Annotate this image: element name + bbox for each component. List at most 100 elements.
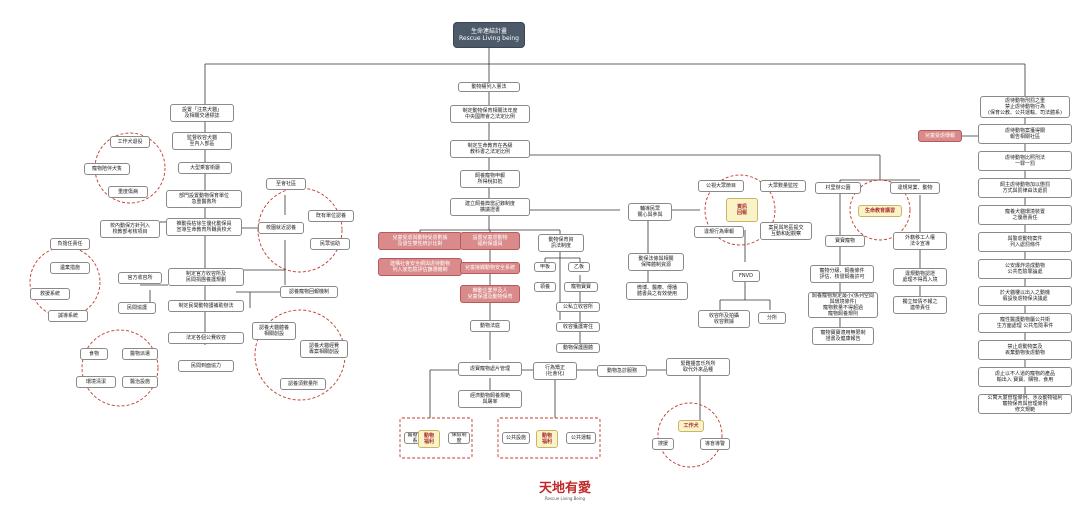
node-center-s3: 乙板 bbox=[568, 262, 590, 272]
node-left-l21: 救援系統 bbox=[30, 288, 70, 300]
node-left-l24: 認養犬貓經費 專案相關創設 bbox=[300, 340, 348, 358]
node-left-l4: 部門設置動物保育單位 急重醫救所 bbox=[166, 190, 242, 208]
node-left-l12: 既有單位認養 bbox=[308, 210, 354, 222]
node-left-l7: 工作犬退役 bbox=[110, 136, 150, 148]
node-left-l8: 寵物陪伴犬隻 bbox=[84, 163, 130, 175]
node-left-l25: 認養須數量所 bbox=[280, 378, 326, 390]
node-right-pink: 兒童受虐傳報 bbox=[918, 130, 962, 142]
node-root-title: 生命連結計畫 Rescue Living being bbox=[453, 22, 525, 48]
node-center-s7: 收容獲護寄住 bbox=[556, 322, 600, 332]
node-left-l3: 大型乘客衛廳 bbox=[178, 162, 232, 174]
node-left-l15: 制定官方收容所及 民間捐團養護規劃 bbox=[168, 268, 244, 286]
node-center-p3: 設置兒童虐動物 福利保護員 bbox=[460, 232, 520, 250]
node-center-p4: 兒童接觸動物安全系統 bbox=[460, 262, 520, 274]
node-left-l27: 民間到面協力 bbox=[178, 360, 234, 372]
node-left-l1: 設置「注意犬貓」 及相關交通標誌 bbox=[170, 104, 234, 122]
node-center-s1: 動物保育資 訊法制度 bbox=[538, 234, 584, 252]
node-left-l23: 認養犬貓體養 相關創設 bbox=[252, 322, 296, 340]
node-left-l30: 環境清潔 bbox=[76, 376, 116, 388]
node-left-l29: 醫物派遣 bbox=[122, 348, 158, 360]
node-center-s5: 寵物寶寶 bbox=[564, 282, 598, 292]
node-left-l6: 校內動保方針列入 校教部考核項目 bbox=[100, 220, 160, 238]
node-mid-m4: 資訊 回報 bbox=[726, 198, 758, 222]
node-center-n2: 制定動物保育相關法年度 中央國際會之法定比例 bbox=[450, 105, 530, 123]
right-list-item: 飼主虐待動物加以懲罰 方式與罰律由法處罰 bbox=[978, 178, 1072, 198]
node-left-l14: 認養寵物回報機制 bbox=[280, 286, 338, 298]
node-left-l9: 重度傷病 bbox=[108, 186, 148, 198]
node-right-top: 虐待動物刑罰之重 禁止虐待動物行為 (保育公教、公共運輸、司法體系) bbox=[980, 96, 1070, 118]
node-rightmid-r10: 寵物寶寶適用無限制 證書及健康報告 bbox=[812, 327, 874, 345]
node-mid-m11: 分所 bbox=[758, 312, 786, 324]
node-left-l26: 法定各個公費收容 bbox=[168, 332, 244, 344]
node-rightmid-r5: 外籍移工人權 法令宣導 bbox=[893, 232, 947, 250]
node-mid-m1: 輔導民眾 關心與參與 bbox=[628, 203, 672, 221]
node-center-n3: 制定生命教育在各級 教科書之法定比例 bbox=[450, 140, 530, 158]
node-center-n1: 動物權列入憲法 bbox=[458, 82, 520, 92]
node-center-t3: 行為矯正 (社會化) bbox=[533, 362, 577, 380]
node-mid-m7: 動保法條與相關 保障體制資源 bbox=[628, 253, 684, 271]
node-left-l10: 至會社區 bbox=[266, 178, 306, 190]
node-mid-m6: 案民與地區提交 互動和起觀察 bbox=[760, 222, 812, 240]
node-mid-m8: 微博、醫療、傳播 體書員之有效使用 bbox=[626, 282, 688, 300]
node-left-l20: 遺棄措施 bbox=[50, 262, 90, 274]
node-center-p5: 推動企業界及人 兒童保護及動物保育 bbox=[460, 285, 520, 303]
node-mid-m9: FNVD bbox=[732, 270, 760, 282]
node-center-p1: 兒童受虐與動物受虐數據 及發生雙性統計比對 bbox=[378, 232, 462, 250]
node-center-t5: 緊難擾害乐所所 取代外來品種 bbox=[666, 358, 730, 376]
node-left-l18: 民間協護 bbox=[118, 302, 156, 314]
node-center-w3: 導盲導警 bbox=[700, 438, 730, 450]
node-left-l2: 監督收容犬貓 至內入部區 bbox=[172, 132, 232, 150]
node-rightmid-r7: 違規動物認證 處理不得再入境 bbox=[893, 268, 947, 286]
node-center-b2: 動物 福利 bbox=[418, 430, 440, 448]
node-rightmid-r4: 寶寶寵物 bbox=[825, 235, 865, 247]
node-center-n5: 建立飼養典當記錄制度 擴議證書 bbox=[450, 198, 530, 216]
right-list-item: 公寓大廈管理條例、涉及動物福利 寵物保育與管理條例 修文規範 bbox=[978, 394, 1072, 414]
node-left-l11: 校園就近認養 bbox=[258, 222, 304, 234]
node-left-l13: 民眾協助 bbox=[310, 238, 350, 250]
node-rightmid-r2: 違規常業、動物 bbox=[890, 182, 940, 194]
node-rightmid-r8: 飼養寵物規定最小(係列空間 與環境條件) 寵物數量不得超過 寵物飼養規則 bbox=[808, 292, 878, 318]
node-left-l22: 誠導系統 bbox=[48, 310, 88, 322]
logo-name: 天地有愛 bbox=[538, 481, 591, 496]
right-list-item: 虐止以不人道的寵物的產品 輸出入 寶寶、購物、食用 bbox=[978, 367, 1072, 387]
node-left-l5: 推動長枯徐生優化動保員 宣導生命教育所職責校犬 bbox=[166, 218, 242, 236]
brand-logo: 天地有愛 Rescue Living Being bbox=[520, 482, 610, 504]
node-center-p2: 建構社會安全網與虐待動物 列入家危險評估篩選機制 bbox=[378, 258, 462, 276]
node-center-s4: 領養 bbox=[534, 282, 556, 292]
node-left-l19: 負擔任責任 bbox=[50, 238, 90, 250]
node-mid-m2: 公視大眾節目 bbox=[698, 180, 744, 192]
node-center-b5: 動物 福利 bbox=[536, 430, 558, 448]
right-list-item: 公安爆炸造成動物 公共危險罪論處 bbox=[978, 259, 1072, 279]
right-list-item: 虐待動物案獲得關 報告相關社區 bbox=[978, 124, 1072, 144]
logo-tagline: Rescue Living Being bbox=[544, 496, 586, 501]
node-center-s2: 甲板 bbox=[534, 262, 556, 272]
node-center-w1: 工作犬 bbox=[678, 420, 704, 432]
node-mid-m3: 大眾數量監控 bbox=[760, 180, 806, 192]
node-center-b3: 保險制度 bbox=[448, 432, 470, 444]
node-center-n4: 飼養寵物申報 所得稅扣抵 bbox=[460, 170, 520, 188]
right-list-item: 禁止虐動物案及 丟棄動物後虐動物 bbox=[978, 340, 1072, 360]
node-center-t1: 虐寶寵物處片管理 bbox=[458, 362, 522, 376]
node-rightmid-r3: 生命教育講習 bbox=[858, 205, 902, 217]
node-center-t2: 經濟動物飼養規範 與屠宰 bbox=[458, 390, 522, 408]
node-center-b4: 公共設施 bbox=[502, 432, 530, 444]
right-list-item: 於犬貓樓以出入之動機 假設後虐物保決議處 bbox=[978, 286, 1072, 306]
node-left-l31: 醫治設施 bbox=[122, 376, 158, 388]
node-rightmid-r9: 獨立知情不報之 連帶責任 bbox=[893, 296, 947, 314]
node-left-l28: 食物 bbox=[80, 348, 108, 360]
node-rightmid-r6: 寵物分級、飼養條件 評估、核發飼養許可 bbox=[810, 265, 874, 283]
node-left-l17: 官方收容所 bbox=[118, 272, 162, 284]
node-left-l16: 制定民間動物護補助辦法 bbox=[168, 300, 244, 312]
right-list-item: 虐待動物比照刑法 一罪一罰 bbox=[978, 151, 1072, 171]
node-center-t4: 動物急診服務 bbox=[597, 365, 647, 377]
node-mid-m10: 收容所及拍攝 收容數據 bbox=[698, 310, 750, 328]
node-center-w2: 搜援 bbox=[652, 438, 674, 450]
node-center-s8: 動物保護團體 bbox=[556, 343, 600, 353]
right-list-item: 與警虐動物案件 列入處罰條件 bbox=[978, 232, 1072, 252]
right-list-item: 寵性醫護動物屬公共衛 生方面處理 公共危險事件 bbox=[978, 313, 1072, 333]
node-mid-m5: 違規行為舉報 bbox=[694, 226, 744, 238]
right-list-item: 寵養犬貓環境裝置 之優惠責任 bbox=[978, 205, 1072, 225]
node-center-n6: 動物法庭 bbox=[470, 320, 510, 332]
node-rightmid-r1: 村里辦公園 bbox=[815, 182, 861, 194]
